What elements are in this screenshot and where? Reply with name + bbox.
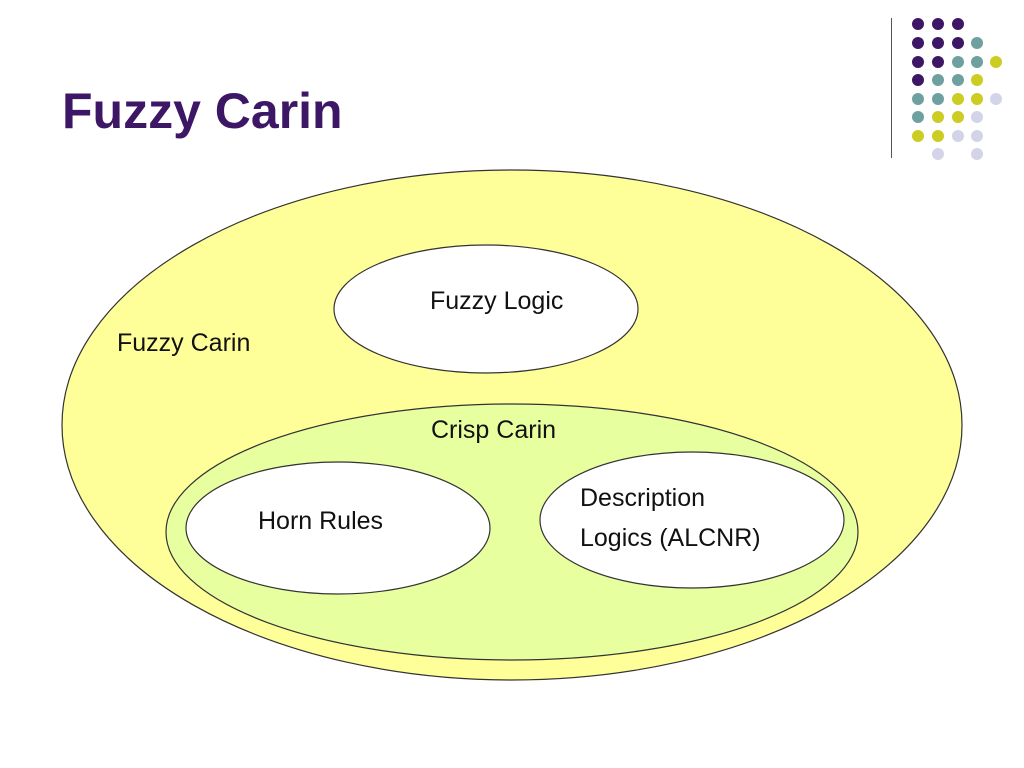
decoration-dot — [952, 93, 964, 105]
decoration-dot — [990, 93, 1002, 105]
decoration-dot — [932, 148, 944, 160]
decoration-dot — [912, 130, 924, 142]
fuzzy-carin-label: Fuzzy Carin — [117, 329, 250, 357]
decoration-dot — [971, 93, 983, 105]
decoration-dot — [952, 111, 964, 123]
decoration-dot — [990, 56, 1002, 68]
decoration-dot — [952, 18, 964, 30]
decoration-dot — [952, 37, 964, 49]
decoration-dot — [971, 37, 983, 49]
decoration-dot — [912, 74, 924, 86]
decoration-dot — [912, 111, 924, 123]
decoration-dot — [912, 18, 924, 30]
decoration-dot — [971, 56, 983, 68]
decoration-dot — [912, 37, 924, 49]
description-logics-label-line2: Logics (ALCNR) — [580, 524, 761, 552]
decoration-dot — [932, 74, 944, 86]
decoration-dot — [971, 130, 983, 142]
decoration-dot — [912, 93, 924, 105]
decoration-dot — [971, 111, 983, 123]
decoration-dot — [952, 74, 964, 86]
slide-title: Fuzzy Carin — [62, 83, 343, 139]
fuzzy-logic-ellipse — [333, 244, 639, 374]
decoration-dot — [932, 93, 944, 105]
decoration-dot — [932, 130, 944, 142]
decoration-dot — [932, 18, 944, 30]
description-logics-ellipse — [539, 451, 845, 589]
decoration-dot — [952, 130, 964, 142]
decoration-dot — [932, 56, 944, 68]
crisp-carin-label: Crisp Carin — [431, 416, 556, 444]
decoration-dot — [932, 37, 944, 49]
decoration-dot — [952, 56, 964, 68]
decoration-dot — [912, 56, 924, 68]
horn-rules-label: Horn Rules — [258, 507, 383, 535]
decoration-dot — [971, 74, 983, 86]
description-logics-label-line1: Description — [580, 484, 705, 512]
horn-rules-ellipse — [185, 461, 491, 595]
fuzzy-logic-label: Fuzzy Logic — [430, 287, 563, 315]
dot-grid-decoration — [912, 18, 1002, 160]
decoration-dot — [971, 148, 983, 160]
title-divider — [891, 18, 892, 158]
decoration-dot — [932, 111, 944, 123]
